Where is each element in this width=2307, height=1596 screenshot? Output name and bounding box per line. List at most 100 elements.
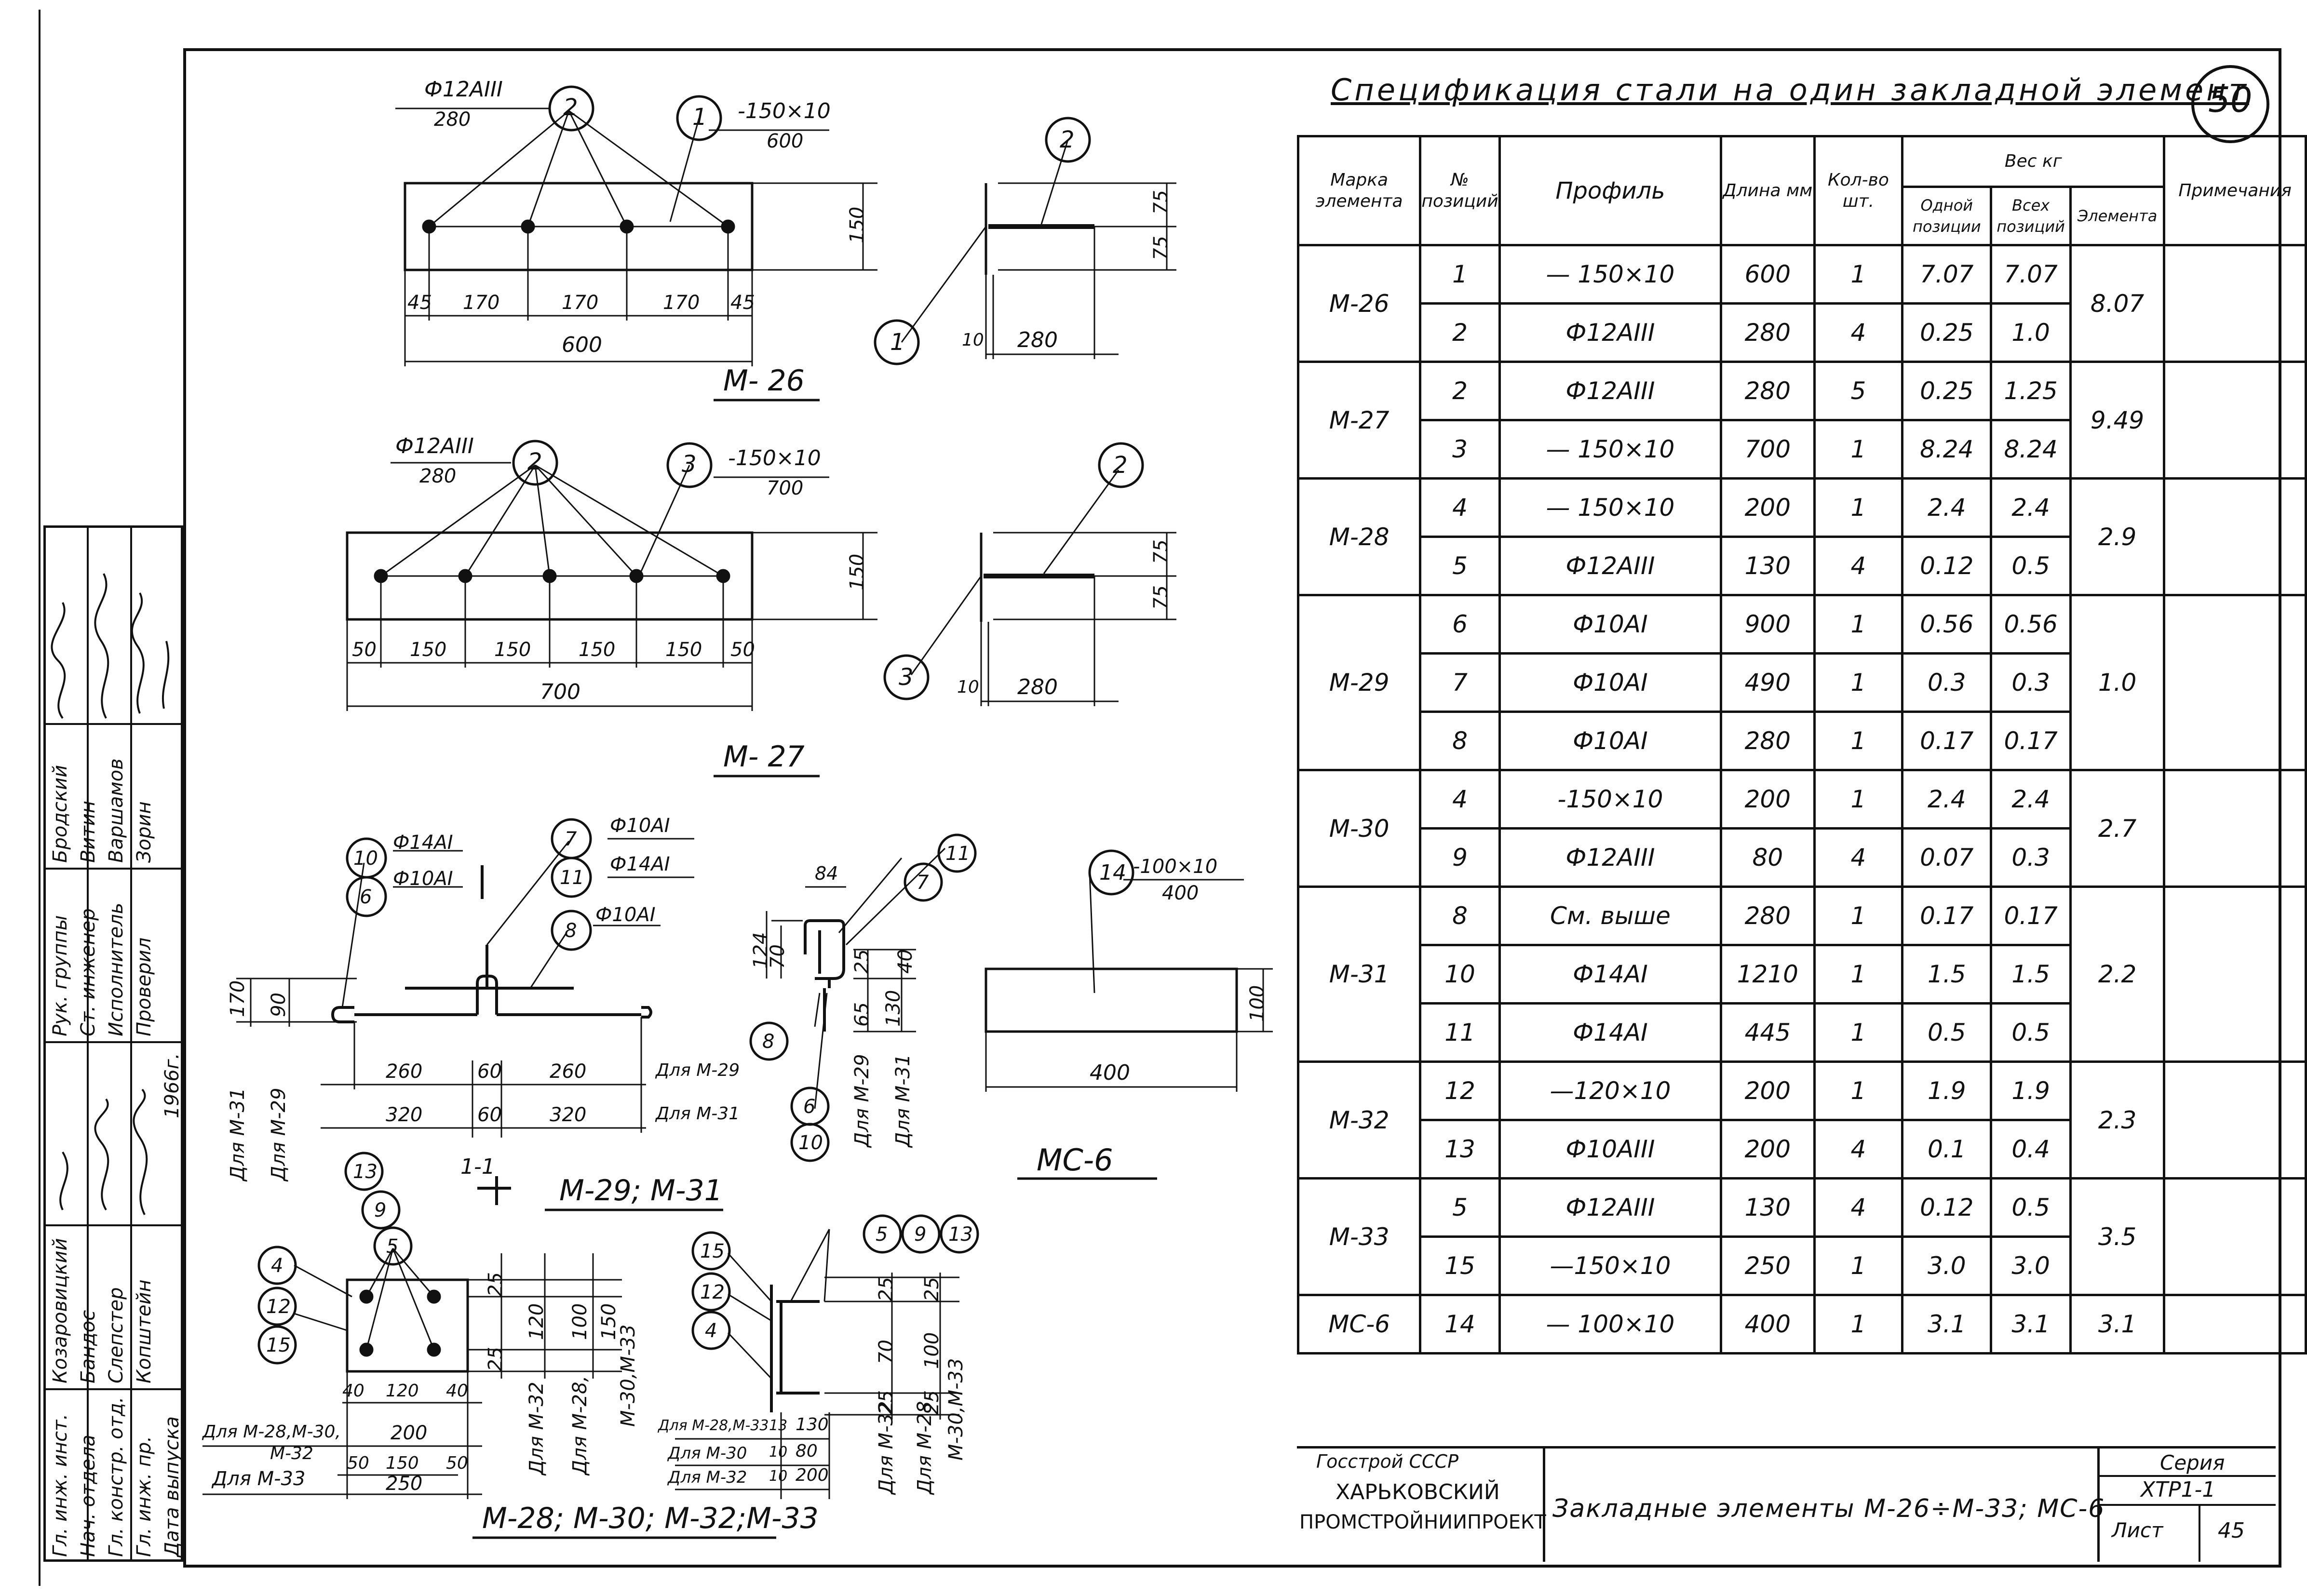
mc6-label: МС-6 bbox=[1037, 1142, 1113, 1178]
detail-bubble-10-text: 10 bbox=[798, 1132, 823, 1154]
m26-dim-total: 600 bbox=[562, 333, 602, 357]
cell-pos: 2 bbox=[1419, 361, 1501, 421]
table-row: М-26 1 — 150×10 600 1 7.07 7.07 8.07 bbox=[1296, 244, 2307, 363]
signature-5 bbox=[59, 1151, 68, 1210]
m29-bubble-8-text: 8 bbox=[565, 920, 577, 942]
cell-qty: 1 bbox=[1813, 885, 1904, 946]
cell-weight-elem: 2.7 bbox=[2069, 769, 2166, 888]
cell-length: 200 bbox=[1720, 1119, 1816, 1180]
table-row: 3 — 150×10 700 1 8.24 8.24 bbox=[1298, 419, 2306, 480]
detail-vlabel-m29: Для М-29 bbox=[851, 1054, 873, 1147]
cell-weight-all: 0.17 bbox=[1990, 711, 2072, 771]
cell-weight-elem: 3.5 bbox=[2069, 1177, 2166, 1296]
m29-bubble-8 bbox=[551, 910, 592, 951]
m26-bubble-1 bbox=[676, 95, 722, 141]
m27-dim-total: 700 bbox=[540, 680, 580, 704]
sheet-value: 45 bbox=[2218, 1518, 2245, 1543]
m29-section-label: 1-1 bbox=[460, 1154, 495, 1179]
mc6-bubble-text: 14 bbox=[1099, 860, 1126, 885]
stamp-row-divider-4 bbox=[43, 1224, 183, 1226]
m28-height-25a: 25 bbox=[485, 1272, 507, 1297]
table-row: М-27 2 Ф12АIII 280 5 0.25 1.25 9.49 bbox=[1296, 361, 2307, 480]
cell-qty: 4 bbox=[1813, 1119, 1904, 1180]
cell-profile: Ф10АI bbox=[1498, 711, 1723, 771]
cell-profile: Ф12АIII bbox=[1498, 361, 1723, 421]
detail-bubble-7 bbox=[904, 862, 943, 902]
cell-weight-one: 0.25 bbox=[1901, 302, 1993, 363]
m26-bubble-1-text: 1 bbox=[692, 104, 707, 131]
cell-pos: 6 bbox=[1419, 594, 1501, 655]
m28-side-dim-2: 70 bbox=[875, 1340, 897, 1364]
cell-weight-one: 1.5 bbox=[1901, 944, 1993, 1005]
signature-1 bbox=[51, 602, 66, 719]
header-weight-all: Всех позиций bbox=[1990, 186, 2072, 246]
title-block-divider-5 bbox=[2199, 1504, 2200, 1562]
cell-profile: Ф10АIII bbox=[1498, 1119, 1723, 1180]
header-qty: Кол-во шт. bbox=[1813, 135, 1904, 246]
m28-side-vlabel-m30: М-30,М-33 bbox=[945, 1358, 967, 1461]
m27-side-dim-d: 280 bbox=[1017, 675, 1058, 699]
cell-pos: 13 bbox=[1419, 1119, 1501, 1180]
cell-weight-one: 0.12 bbox=[1901, 1177, 1993, 1238]
m28-side-dim-5: 100 bbox=[921, 1332, 943, 1369]
cell-profile: См. выше bbox=[1498, 885, 1723, 946]
signature-2 bbox=[94, 573, 109, 719]
m26-label: М- 26 bbox=[723, 364, 805, 398]
detail-dim-d4: 130 bbox=[882, 990, 904, 1027]
cell-length: 280 bbox=[1720, 885, 1816, 946]
cell-weight-all: 7.07 bbox=[1990, 244, 2072, 305]
cell-note bbox=[2163, 477, 2307, 596]
m26-dim-3: 170 bbox=[562, 292, 599, 314]
cell-length: 130 bbox=[1720, 536, 1816, 596]
cell-weight-all: 3.0 bbox=[1990, 1235, 2072, 1296]
series-value: ХТР1-1 bbox=[2141, 1477, 2216, 1502]
cell-weight-one: 0.56 bbox=[1901, 594, 1993, 655]
cell-length: 700 bbox=[1720, 419, 1816, 480]
m28-side-bubble-12 bbox=[691, 1272, 731, 1312]
org-line-2: ХАРЬКОВСКИЙ bbox=[1336, 1480, 1500, 1504]
cell-profile: — 100×10 bbox=[1498, 1294, 1723, 1355]
cell-length: 1210 bbox=[1720, 944, 1816, 1005]
m26-side-dim-d: 280 bbox=[1017, 328, 1058, 352]
mc6-plate bbox=[985, 967, 1238, 1033]
cell-weight-one: 0.1 bbox=[1901, 1119, 1993, 1180]
cell-mark: М-33 bbox=[1296, 1177, 1422, 1296]
cell-weight-elem: 1.0 bbox=[2069, 594, 2166, 771]
m27-plate-length: 700 bbox=[767, 477, 804, 499]
table-row: МС-6 14 — 100×10 400 1 3.1 3.1 3.1 bbox=[1296, 1294, 2307, 1355]
cell-mark: М-32 bbox=[1296, 1060, 1422, 1180]
m28-side-table-2-a: 10 bbox=[769, 1444, 788, 1461]
cell-weight-all: 0.5 bbox=[1990, 536, 2072, 596]
cell-pos: 8 bbox=[1419, 711, 1501, 771]
table-row: 8 Ф10АI 280 1 0.17 0.17 bbox=[1298, 711, 2306, 771]
mc6-plate-label: -100×10 bbox=[1133, 856, 1218, 878]
m27-bubble-2 bbox=[512, 440, 558, 486]
m28-side-vlabel-m28: Для М-28, bbox=[914, 1395, 936, 1494]
cell-weight-one: 0.5 bbox=[1901, 1002, 1993, 1063]
m27-bubble-2-text: 2 bbox=[527, 448, 542, 475]
cell-profile: Ф12АIII bbox=[1498, 827, 1723, 888]
org-line-3: ПРОМСТРОЙНИИПРОЕКТ bbox=[1299, 1511, 1546, 1533]
m28-bubble-5-text: 5 bbox=[386, 1235, 399, 1258]
cell-mark: М-31 bbox=[1296, 885, 1422, 1063]
m29-label: М-29; М-31 bbox=[559, 1174, 723, 1207]
m27-dim-height: 150 bbox=[846, 553, 868, 590]
cell-note bbox=[2163, 769, 2307, 888]
m26-bubble-2 bbox=[548, 85, 594, 132]
cell-weight-elem: 2.2 bbox=[2069, 885, 2166, 1063]
m28-leaders bbox=[294, 1248, 435, 1350]
m29-callout-6: Ф10АI bbox=[393, 868, 453, 890]
m28-dim-50b: 50 bbox=[446, 1453, 468, 1473]
table-row: 11 Ф14АI 445 1 0.5 0.5 bbox=[1298, 1002, 2306, 1063]
m29-dim-bot-3: 320 bbox=[550, 1104, 587, 1126]
m27-side-dim-c: 10 bbox=[957, 677, 979, 697]
spec-title: Спецификация стали на один закладной эле… bbox=[1331, 72, 2249, 107]
m26-plate-length: 600 bbox=[767, 130, 804, 152]
m28-studs bbox=[359, 1289, 441, 1357]
cell-weight-one: 0.17 bbox=[1901, 711, 1993, 771]
cell-weight-one: 0.3 bbox=[1901, 652, 1993, 713]
cell-qty: 4 bbox=[1813, 1177, 1904, 1238]
cell-pos: 12 bbox=[1419, 1060, 1501, 1121]
cell-weight-elem: 9.49 bbox=[2069, 361, 2166, 480]
detail-bubble-11-text: 11 bbox=[945, 843, 970, 865]
